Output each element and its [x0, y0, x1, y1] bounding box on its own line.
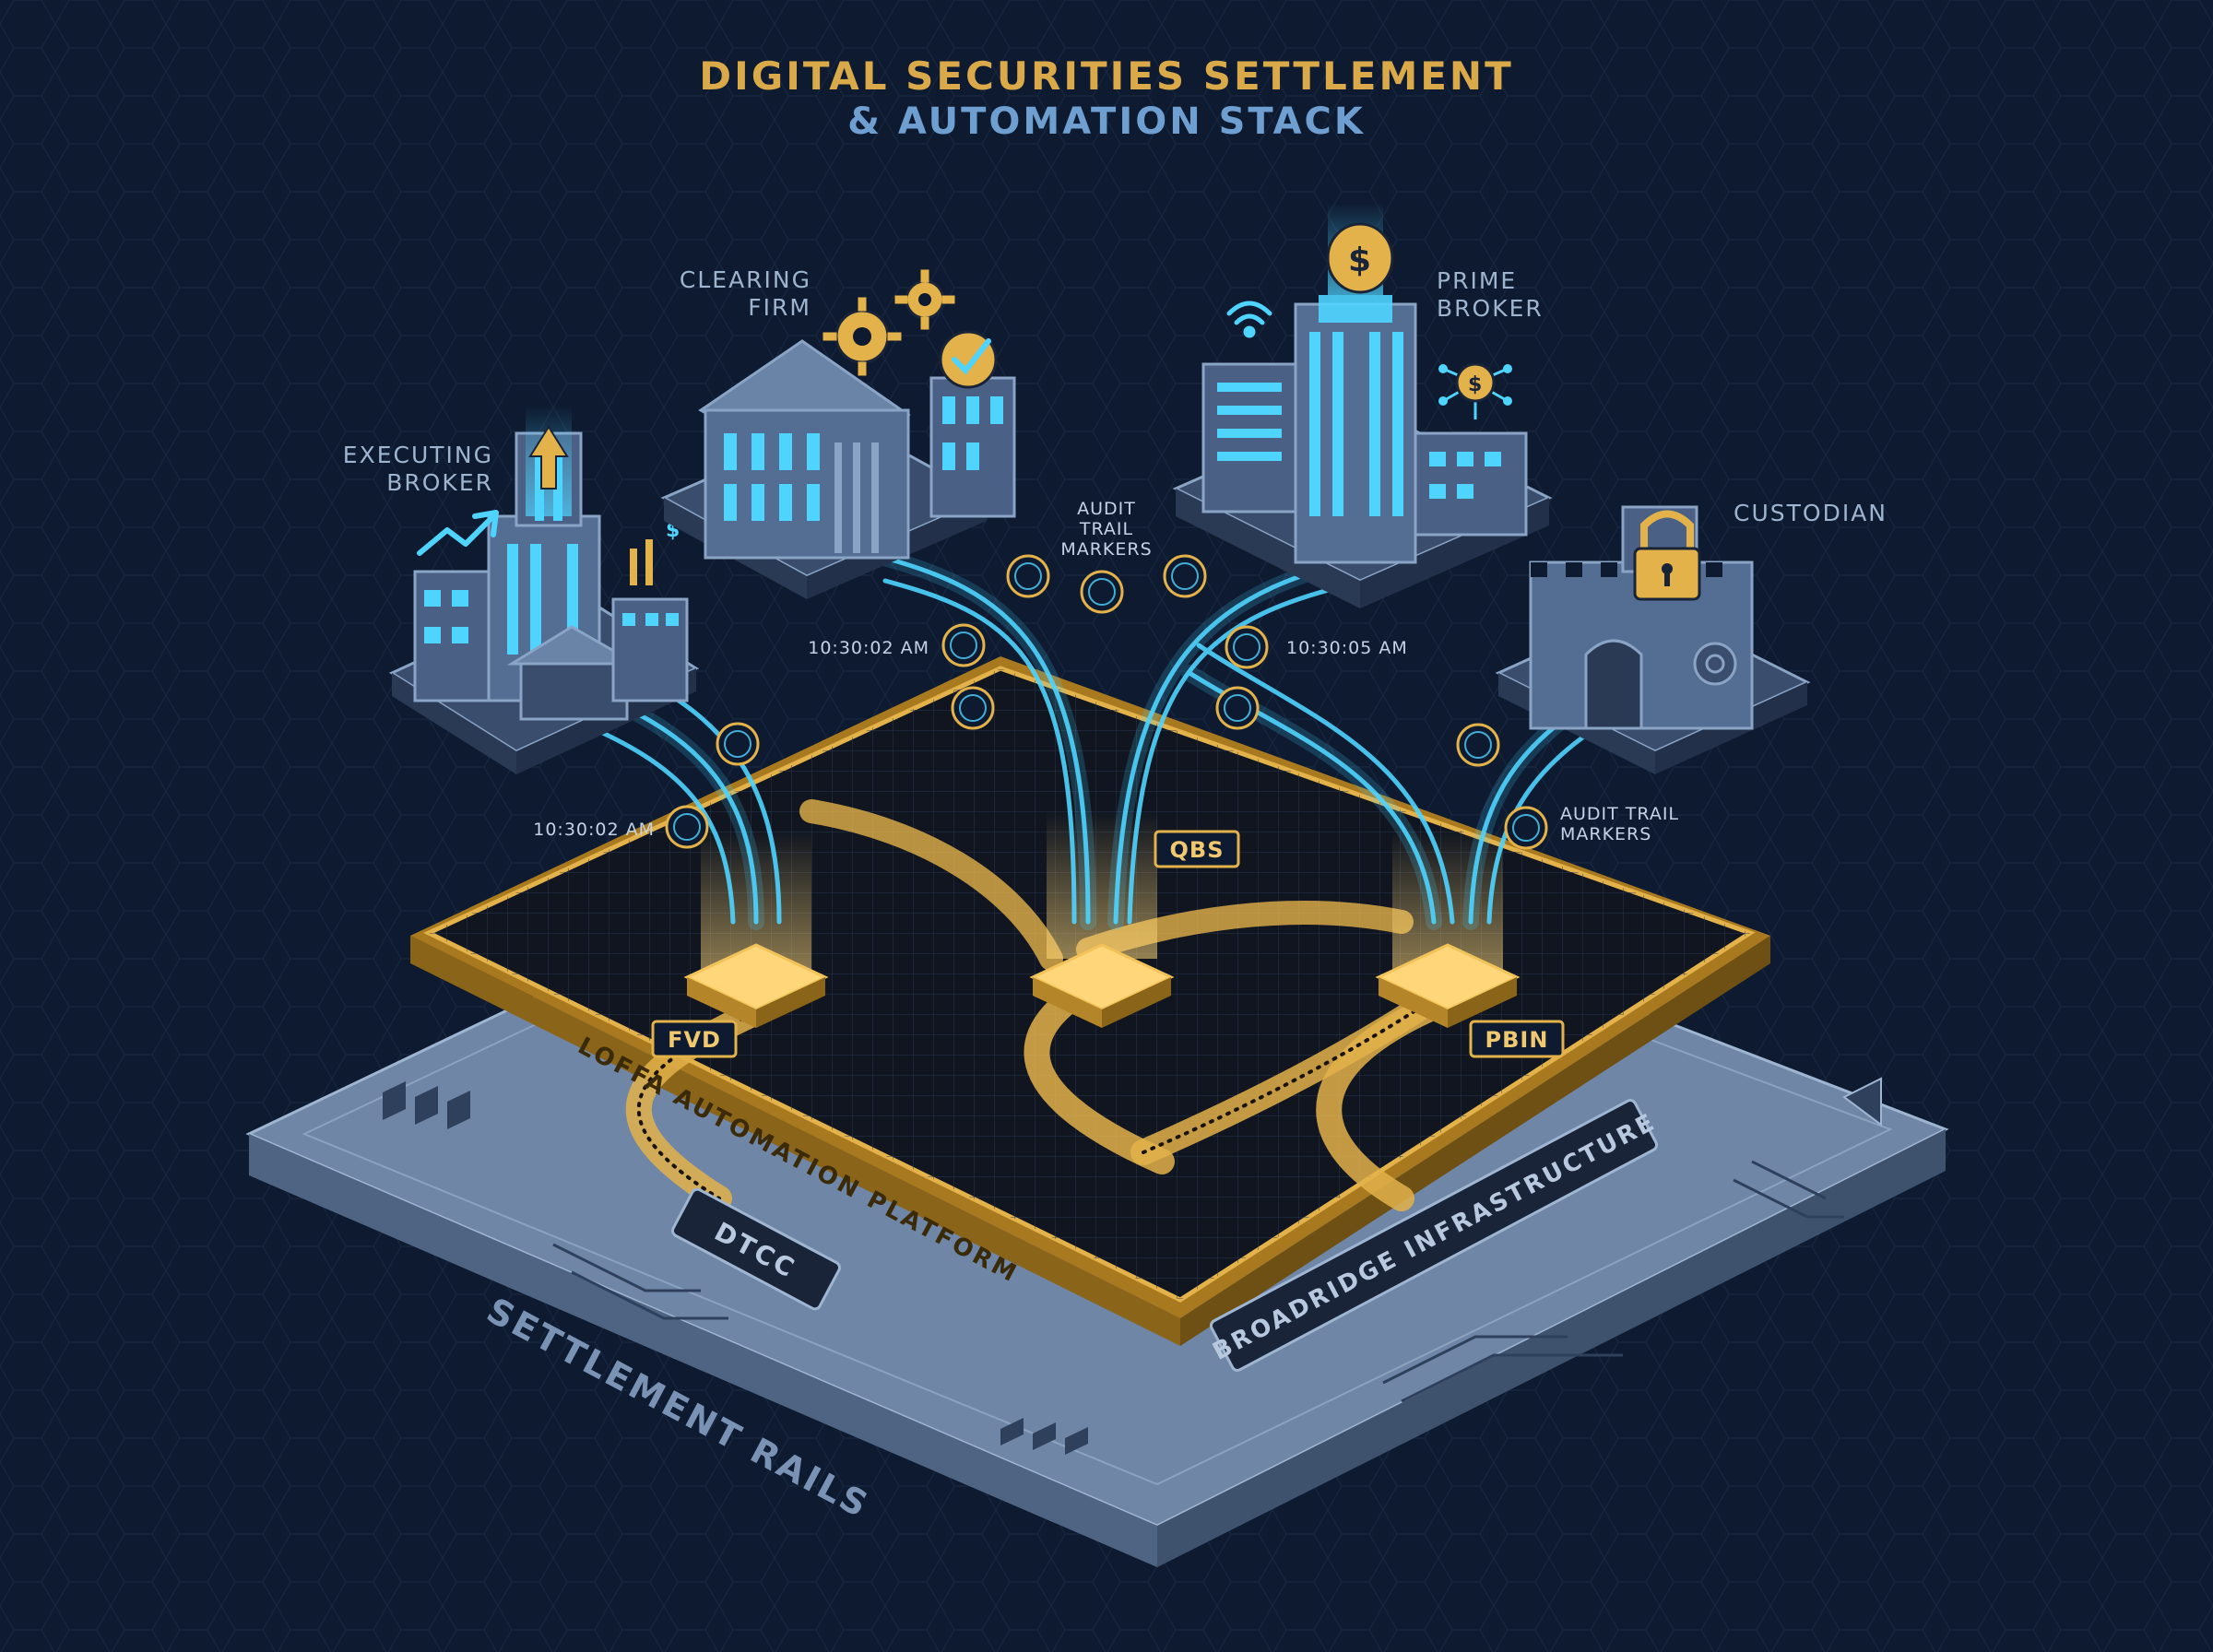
audit-marker: [941, 623, 986, 667]
audit-label-right-line1: AUDIT TRAIL: [1560, 804, 1679, 824]
audit-marker: [1006, 554, 1050, 598]
audit-marker: [716, 722, 760, 766]
prime-broker-building: [1172, 203, 1553, 608]
node-pad-fvd: [683, 943, 829, 1028]
executing-broker-label-line1: EXECUTING: [343, 442, 493, 468]
node-label-pbin: PBIN: [1469, 1020, 1565, 1058]
audit-marker: [1080, 570, 1124, 614]
wifi-icon: [1226, 301, 1272, 338]
node-fvd-text: FVD: [668, 1027, 721, 1053]
node-label-qbs: QBS: [1154, 830, 1240, 868]
prime-broker-label-line2: BROKER: [1437, 295, 1544, 322]
dollar-coin-icon: $: [1326, 222, 1394, 294]
audit-marker-rings: [673, 562, 1540, 842]
gears-icon: [822, 269, 955, 376]
audit-marker: [1225, 625, 1269, 669]
trend-up-icon: [417, 510, 499, 556]
executing-broker-label-line2: BROKER: [386, 469, 493, 496]
prime-broker-label-line1: PRIME: [1437, 267, 1517, 294]
audit-marker: [951, 686, 995, 730]
custodian-label: CUSTODIAN: [1734, 500, 1888, 526]
clearing-firm-label-line2: FIRM: [748, 294, 811, 321]
network-dollar-icon: $: [1438, 362, 1512, 419]
timestamp-clearing: 10:30:02 AM: [808, 638, 929, 658]
audit-marker: [1456, 723, 1500, 767]
node-qbs-text: QBS: [1170, 837, 1225, 863]
check-badge-icon: [939, 330, 998, 389]
executing-broker-building: [388, 406, 700, 774]
svg-text:$: $: [1468, 373, 1482, 396]
audit-label-right-line2: MARKERS: [1560, 824, 1651, 844]
audit-markers: [665, 554, 1548, 850]
timestamp-prime: 10:30:05 AM: [1286, 638, 1408, 658]
diagram-title-line1: DIGITAL SECURITIES SETTLEMENT: [699, 53, 1513, 99]
node-pad-pbin: [1375, 943, 1521, 1028]
audit-marker: [1215, 686, 1260, 730]
audit-label-top-line1: AUDIT: [1077, 499, 1136, 519]
diagram-title-line2: & AUTOMATION STACK: [847, 100, 1366, 143]
audit-marker: [1163, 554, 1207, 598]
audit-label-top-line3: MARKERS: [1060, 539, 1152, 560]
audit-marker: [665, 805, 709, 849]
arrow-up-icon: [528, 425, 569, 490]
svg-text:$: $: [1348, 242, 1371, 279]
audit-label-top-line2: TRAIL: [1079, 519, 1133, 539]
node-label-fvd: FVD: [651, 1020, 738, 1058]
node-pbin-text: PBIN: [1485, 1027, 1549, 1053]
clearing-firm-label-line1: CLEARING: [680, 266, 811, 293]
padlock-icon: [1633, 510, 1701, 601]
node-pad-qbs: [1029, 943, 1175, 1028]
timestamp-executing: 10:30:02 AM: [533, 820, 655, 840]
clearing-firm-building: [660, 339, 1016, 599]
audit-marker: [1504, 806, 1548, 850]
